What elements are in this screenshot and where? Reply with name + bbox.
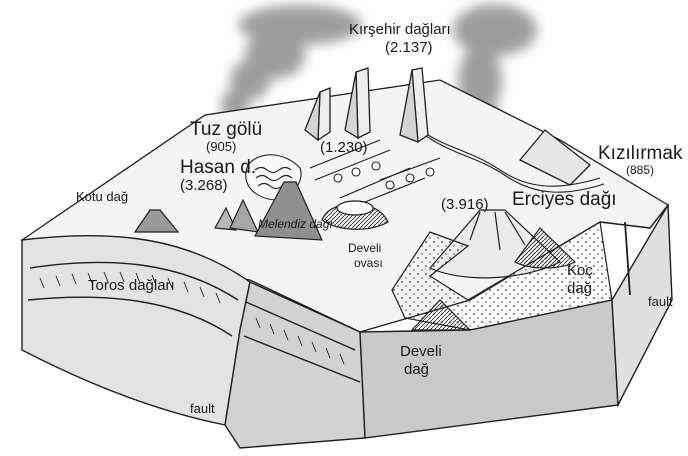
label-fault-right: fault	[648, 295, 673, 308]
label-develi-ovasi-line2: ovası	[354, 257, 383, 269]
label-koc-line2: dağ	[567, 281, 592, 296]
label-fault-bottom: fault	[190, 402, 215, 415]
label-erciyes-elevation: (3.916)	[441, 197, 489, 212]
label-kirsehir-name: Kırşehir dağları	[349, 22, 451, 37]
label-kotu-dag: Kotu dağ	[76, 190, 128, 203]
label-kirsehir-elevation: (2.137)	[385, 40, 433, 55]
label-develi-ovasi-line1: Develi	[348, 242, 381, 254]
label-tuz-golu-name: Tuz gölü	[190, 120, 262, 139]
label-develi-dag-line1: Develi	[400, 344, 442, 359]
label-kizilirmak-name: Kızılırmak	[598, 144, 682, 163]
label-hasan-name: Hasan d.	[180, 158, 256, 177]
label-tuz-golu-elevation: (905)	[206, 140, 236, 153]
label-develi-dag-line2: dağ	[404, 362, 429, 377]
label-center-elevation: (1.230)	[320, 140, 368, 155]
label-hasan-elevation: (3.268)	[180, 178, 228, 193]
label-kizilirmak-elevation: (885)	[626, 164, 654, 176]
label-koc-line1: Koç	[567, 263, 593, 278]
label-melendiz-dagi: Melendiz dağı	[258, 218, 333, 230]
label-erciyes-name: Erciyes dağı	[512, 190, 617, 209]
label-toros-daglari: Toros dağları	[88, 278, 175, 293]
